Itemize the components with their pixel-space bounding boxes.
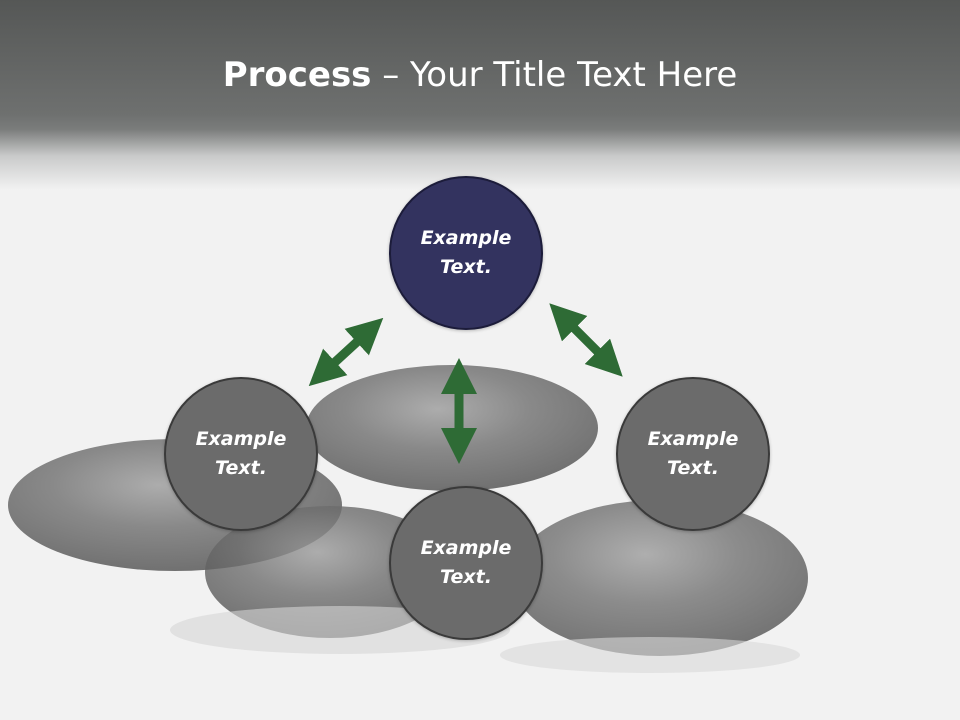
node-top-label: Example Text. bbox=[420, 227, 512, 278]
node-top-circle: Example Text. bbox=[389, 176, 543, 330]
node-right-circle: Example Text. bbox=[616, 377, 770, 531]
node-left-label: Example Text. bbox=[195, 428, 287, 479]
node-left-circle: Example Text. bbox=[164, 377, 318, 531]
title-bold: Process bbox=[222, 55, 372, 95]
title-rest: – Your Title Text Here bbox=[371, 55, 738, 95]
node-right-label: Example Text. bbox=[647, 428, 739, 479]
arrow-top-right bbox=[549, 303, 623, 377]
node-bottom-label: Example Text. bbox=[420, 537, 512, 588]
arrow-top-left bbox=[308, 317, 384, 387]
node-bottom-circle: Example Text. bbox=[389, 486, 543, 640]
slide-title: Process – Your Title Text Here bbox=[0, 52, 960, 98]
header-band bbox=[0, 0, 960, 190]
